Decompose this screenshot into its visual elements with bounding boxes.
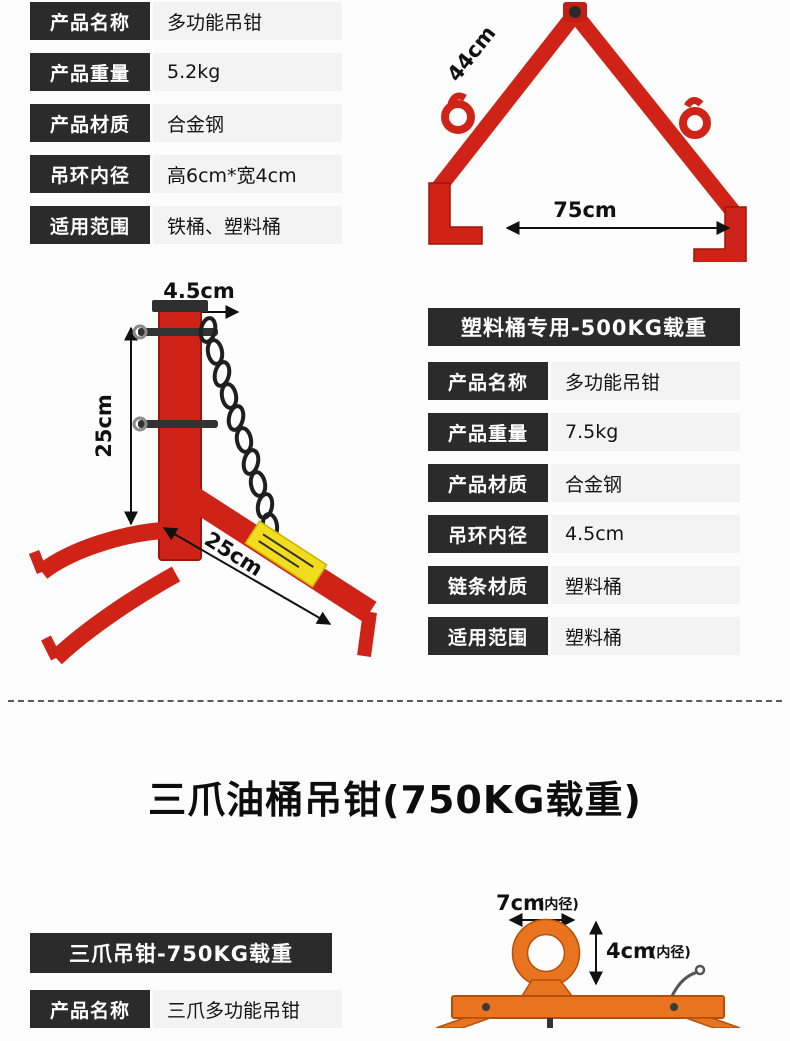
spec-value: 合金钢 xyxy=(551,464,740,502)
left-claw-arm xyxy=(435,1017,491,1028)
dim-4cm: 4cm xyxy=(606,939,655,963)
spec-value: 5.2kg xyxy=(153,53,342,91)
spec-value: 合金钢 xyxy=(153,104,342,142)
chain xyxy=(198,316,280,540)
spec-label: 产品名称 xyxy=(30,2,150,40)
section-500kg-header: 塑料桶专用-500KG载重 xyxy=(428,308,740,346)
spec-value: 高6cm*宽4cm xyxy=(153,155,342,193)
spec-label: 链条材质 xyxy=(428,566,548,604)
spec-row: 适用范围 塑料桶 xyxy=(428,617,740,655)
spec-label: 产品名称 xyxy=(30,990,150,1028)
bolt-icon xyxy=(670,1003,678,1011)
spec-label: 吊环内径 xyxy=(30,155,150,193)
spec-value: 塑料桶 xyxy=(551,566,740,604)
spec-label: 产品名称 xyxy=(428,362,548,400)
bottom-spec-table: 产品名称 三爪多功能吊钳 xyxy=(30,990,342,1041)
spec-label: 适用范围 xyxy=(428,617,548,655)
spec-label: 产品材质 xyxy=(30,104,150,142)
spec-label: 产品重量 xyxy=(30,53,150,91)
dim-44cm: 44cm xyxy=(442,21,500,86)
plastic-drum-lifter-photo: 4.5cm 25cm xyxy=(28,279,377,665)
section-500kg: 塑料桶专用-500KG载重 产品名称 多功能吊钳 产品重量 7.5kg 产品材质… xyxy=(428,308,740,668)
cross-bar xyxy=(451,995,725,1019)
cotter-pin-icon xyxy=(132,324,148,340)
spec-label: 吊环内径 xyxy=(428,515,548,553)
top-pin-icon xyxy=(138,328,218,336)
spec-value: 多功能吊钳 xyxy=(551,362,740,400)
spec-row: 产品名称 多功能吊钳 xyxy=(428,362,740,400)
upper-claw xyxy=(36,521,171,579)
top-bolt-icon xyxy=(569,6,581,18)
spec-value: 塑料桶 xyxy=(551,617,740,655)
lifter-body xyxy=(28,300,377,665)
spec-row: 适用范围 铁桶、塑料桶 xyxy=(30,206,342,244)
spec-label: 产品重量 xyxy=(428,413,548,451)
right-hook-icon xyxy=(679,107,711,139)
spec-row: 产品名称 多功能吊钳 xyxy=(30,2,342,40)
three-claw-clamp-photo: 7cm (内径) 4cm (内径) xyxy=(435,891,741,1028)
spec-row: 产品重量 7.5kg xyxy=(428,413,740,451)
arm-claw xyxy=(357,611,377,657)
toggle-pin-icon xyxy=(670,970,699,997)
spec-value: 多功能吊钳 xyxy=(153,2,342,40)
spec-row: 产品名称 三爪多功能吊钳 xyxy=(30,990,342,1028)
dim-75cm: 75cm xyxy=(553,198,617,222)
spec-row: 产品重量 5.2kg xyxy=(30,53,342,91)
left-jaw xyxy=(428,182,483,245)
spec-value: 三爪多功能吊钳 xyxy=(153,990,342,1028)
dim-4cm-note: (内径) xyxy=(650,944,691,961)
dim-7cm-note: (内径) xyxy=(538,896,579,913)
lower-claw xyxy=(50,566,181,665)
lower-pin-icon xyxy=(138,420,218,428)
left-hook-icon xyxy=(441,100,475,134)
spec-row: 吊环内径 高6cm*宽4cm xyxy=(30,155,342,193)
spec-label: 适用范围 xyxy=(30,206,150,244)
right-jaw xyxy=(693,206,747,262)
dim-arm-line xyxy=(162,527,332,625)
section-500kg-table: 产品名称 多功能吊钳 产品重量 7.5kg 产品材质 合金钢 吊环内径 4.5c… xyxy=(428,362,740,668)
spec-row: 产品材质 合金钢 xyxy=(428,464,740,502)
orange-clamp-body xyxy=(435,918,741,1028)
dim-7cm: 7cm xyxy=(496,891,545,915)
spec-value: 7.5kg xyxy=(551,413,740,451)
bolt-icon xyxy=(482,1003,490,1011)
section-750kg-title: 三爪油桶吊钳(750KG载重) xyxy=(148,778,642,822)
spec-row: 链条材质 塑料桶 xyxy=(428,566,740,604)
dashed-divider xyxy=(8,700,782,702)
spec-value: 4.5cm xyxy=(551,515,740,553)
right-claw-arm xyxy=(685,1017,741,1028)
dim-25cm-vertical: 25cm xyxy=(92,394,116,458)
spec-value: 铁桶、塑料桶 xyxy=(153,206,342,244)
a-frame-clamp-photo: 44cm 75cm xyxy=(428,2,747,262)
spec-row: 吊环内径 4.5cm xyxy=(428,515,740,553)
clamp-body xyxy=(428,2,747,262)
cotter-pin-icon xyxy=(132,416,148,432)
section-750kg-banner: 三爪吊钳-750KG载重 xyxy=(30,933,332,973)
main-spec-table: 产品名称 多功能吊钳 产品重量 5.2kg 产品材质 合金钢 吊环内径 高6cm… xyxy=(30,2,342,257)
spec-row: 产品材质 合金钢 xyxy=(30,104,342,142)
spec-label: 产品材质 xyxy=(428,464,548,502)
lifting-ring-icon xyxy=(512,919,580,987)
dim-4-5cm: 4.5cm xyxy=(163,279,235,303)
